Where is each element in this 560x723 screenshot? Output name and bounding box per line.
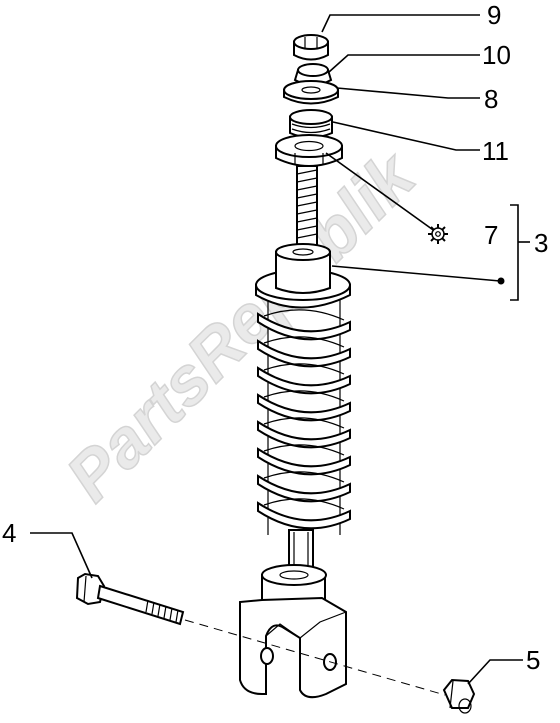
spring-coil [257,366,351,395]
callout-3: 3 [534,228,548,258]
callout-4: 4 [2,518,16,548]
watermark-text: PartsRepublik [52,136,431,515]
part-bolt-4 [75,572,185,626]
callout-7: 7 [484,220,498,250]
part-bushing-11 [289,109,333,139]
group-bracket [510,204,530,301]
part-washer-8 [283,80,339,105]
spring-coil-back [263,309,345,321]
assembly-axis-line [184,619,446,696]
callout-8: 8 [484,84,498,114]
callout-11: 11 [482,136,509,166]
spring-coil-back [263,390,345,402]
spring-coil [257,393,351,422]
spring-coil [257,312,351,341]
part-bushing-7 [275,134,343,167]
leader-lines [30,14,523,685]
spring-coil [257,420,351,449]
part-nut-5 [442,678,476,714]
spring-coil-back [263,417,345,429]
spring-coil [257,474,351,503]
gear-icon [428,224,448,244]
damper-top-cap [255,243,351,309]
watermark: PartsRepublik [51,136,432,517]
spring-coil-back [263,444,345,456]
part-nut-9 [293,34,329,61]
spring-coil-back [263,336,345,348]
threaded-rod [296,165,318,251]
spring-coil [257,339,351,368]
callout-10: 10 [482,40,511,70]
spring-coil-back [263,471,345,483]
spring-coil-back [263,363,345,375]
spring-coil [257,501,351,530]
callout-9: 9 [487,0,501,30]
assembly-dot-marker [497,277,505,285]
callout-5: 5 [526,645,540,675]
spring-coil-back [263,498,345,510]
spring-coil [257,447,351,476]
coil-spring [257,300,351,535]
lower-mount [239,564,347,699]
